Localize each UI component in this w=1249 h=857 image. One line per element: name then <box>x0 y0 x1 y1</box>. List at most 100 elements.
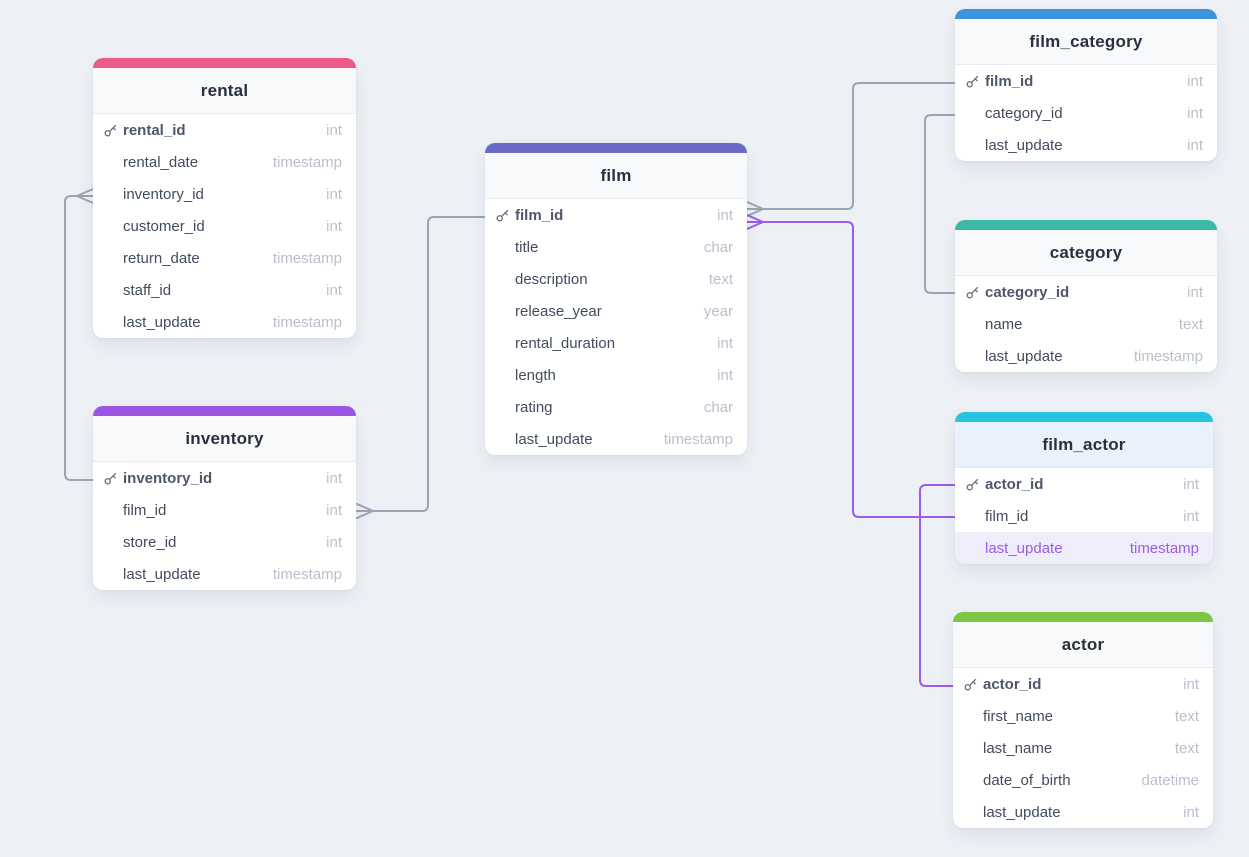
field-type: text <box>1174 739 1199 757</box>
field-row-film_actor-film_id[interactable]: film_id int <box>955 500 1213 532</box>
field-type: char <box>703 238 733 256</box>
table-fields: film_id int title char description text … <box>485 199 747 455</box>
field-name: length <box>515 366 556 384</box>
primary-key-icon <box>965 476 982 492</box>
field-type: int <box>1183 507 1199 525</box>
relationship-rental-inventory[interactable] <box>64 188 94 481</box>
table-header[interactable]: rental <box>93 68 356 114</box>
table-film_actor[interactable]: film_actor actor_id int film_id int last… <box>955 412 1213 564</box>
field-name: last_update <box>983 803 1061 821</box>
field-name: rating <box>515 398 553 416</box>
table-header[interactable]: film <box>485 153 747 199</box>
field-type: int <box>326 185 342 203</box>
field-row-inventory-inventory_id[interactable]: inventory_id int <box>93 462 356 494</box>
field-type: timestamp <box>272 565 342 583</box>
field-row-actor-date_of_birth[interactable]: date_of_birth datetime <box>953 764 1213 796</box>
table-accent-bar <box>955 220 1217 230</box>
table-header[interactable]: category <box>955 230 1217 276</box>
table-accent-bar <box>955 9 1217 19</box>
table-fields: rental_id int rental_date timestamp inve… <box>93 114 356 338</box>
primary-key-icon <box>103 470 120 486</box>
field-name: inventory_id <box>123 185 204 203</box>
field-row-film_actor-actor_id[interactable]: actor_id int <box>955 468 1213 500</box>
field-name: last_update <box>123 565 201 583</box>
field-row-rental-staff_id[interactable]: staff_id int <box>93 274 356 306</box>
field-row-film-last_update[interactable]: last_update timestamp <box>485 423 747 455</box>
field-name: last_update <box>985 136 1063 154</box>
field-row-film_category-category_id[interactable]: category_id int <box>955 97 1217 129</box>
crowfoot-many-marker <box>356 503 374 519</box>
field-row-rental-inventory_id[interactable]: inventory_id int <box>93 178 356 210</box>
field-name: last_name <box>983 739 1053 757</box>
field-name: actor_id <box>983 675 1042 693</box>
field-row-rental-return_date[interactable]: return_date timestamp <box>93 242 356 274</box>
field-type: datetime <box>1141 771 1199 789</box>
table-fields: actor_id int film_id int last_update tim… <box>955 468 1213 564</box>
field-row-category-category_id[interactable]: category_id int <box>955 276 1217 308</box>
field-type: int <box>717 366 733 384</box>
table-header[interactable]: actor <box>953 622 1213 668</box>
field-type: timestamp <box>272 249 342 267</box>
table-header[interactable]: inventory <box>93 416 356 462</box>
table-title: category <box>1049 242 1123 262</box>
field-name: last_update <box>123 313 201 331</box>
table-film_category[interactable]: film_category film_id int category_id in… <box>955 9 1217 161</box>
table-accent-bar <box>93 406 356 416</box>
table-inventory[interactable]: inventory inventory_id int film_id int s… <box>93 406 356 590</box>
relationship-inventory-film[interactable] <box>356 216 486 519</box>
table-title: rental <box>200 80 249 100</box>
field-type: int <box>326 501 342 519</box>
table-film[interactable]: film film_id int title char description … <box>485 143 747 455</box>
field-row-category-last_update[interactable]: last_update timestamp <box>955 340 1217 372</box>
field-row-actor-actor_id[interactable]: actor_id int <box>953 668 1213 700</box>
field-row-film-description[interactable]: description text <box>485 263 747 295</box>
table-category[interactable]: category category_id int name text last_… <box>955 220 1217 372</box>
field-name: rental_duration <box>515 334 616 352</box>
field-row-film_category-last_update[interactable]: last_update int <box>955 129 1217 161</box>
field-row-film-film_id[interactable]: film_id int <box>485 199 747 231</box>
field-type: int <box>1183 803 1199 821</box>
field-row-film_category-film_id[interactable]: film_id int <box>955 65 1217 97</box>
field-row-film-length[interactable]: length int <box>485 359 747 391</box>
field-row-inventory-last_update[interactable]: last_update timestamp <box>93 558 356 590</box>
field-type: text <box>1178 315 1203 333</box>
field-type: int <box>326 469 342 487</box>
crowfoot-many-marker <box>746 214 764 230</box>
field-name: category_id <box>985 283 1070 301</box>
table-actor[interactable]: actor actor_id int first_name text last_… <box>953 612 1213 828</box>
field-type: int <box>717 206 733 224</box>
table-header[interactable]: film_actor <box>955 422 1213 468</box>
relationship-film_category-category[interactable] <box>924 114 956 294</box>
field-row-rental-rental_date[interactable]: rental_date timestamp <box>93 146 356 178</box>
field-row-actor-last_update[interactable]: last_update int <box>953 796 1213 828</box>
relationship-film-film_category[interactable] <box>746 82 956 217</box>
field-name: date_of_birth <box>983 771 1071 789</box>
field-row-actor-last_name[interactable]: last_name text <box>953 732 1213 764</box>
field-row-category-name[interactable]: name text <box>955 308 1217 340</box>
field-row-actor-first_name[interactable]: first_name text <box>953 700 1213 732</box>
field-row-film-rating[interactable]: rating char <box>485 391 747 423</box>
table-header[interactable]: film_category <box>955 19 1217 65</box>
table-fields: inventory_id int film_id int store_id in… <box>93 462 356 590</box>
field-row-rental-last_update[interactable]: last_update timestamp <box>93 306 356 338</box>
field-type: int <box>1187 104 1203 122</box>
field-row-inventory-store_id[interactable]: store_id int <box>93 526 356 558</box>
field-row-film-release_year[interactable]: release_year year <box>485 295 747 327</box>
field-row-film_actor-last_update[interactable]: last_update timestamp <box>955 532 1213 564</box>
field-row-film-title[interactable]: title char <box>485 231 747 263</box>
field-type: int <box>1187 283 1203 301</box>
field-row-inventory-film_id[interactable]: film_id int <box>93 494 356 526</box>
relationship-film-film_actor[interactable] <box>746 214 956 518</box>
table-rental[interactable]: rental rental_id int rental_date timesta… <box>93 58 356 338</box>
field-type: int <box>326 281 342 299</box>
relationship-film_actor-actor[interactable] <box>919 484 956 687</box>
field-row-rental-rental_id[interactable]: rental_id int <box>93 114 356 146</box>
field-type: int <box>717 334 733 352</box>
field-name: film_id <box>515 206 564 224</box>
field-type: int <box>1187 136 1203 154</box>
field-row-film-rental_duration[interactable]: rental_duration int <box>485 327 747 359</box>
field-row-rental-customer_id[interactable]: customer_id int <box>93 210 356 242</box>
table-title: film <box>600 165 632 185</box>
